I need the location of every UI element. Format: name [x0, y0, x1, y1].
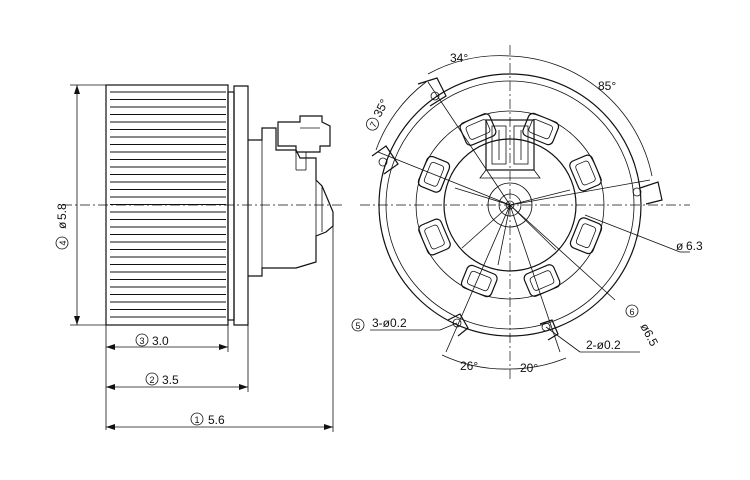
shaft-boss	[487, 182, 533, 228]
wheel-width-marker: 3	[139, 336, 144, 346]
housing-width-marker: 2	[149, 375, 154, 385]
angle-top-label: 34°	[450, 51, 468, 65]
vent-opening	[418, 218, 451, 256]
mounting-plate	[233, 85, 249, 326]
bolt-circle-callout: 6 ø6.5	[625, 304, 661, 349]
shaft-dimension: ø 6.3	[584, 214, 703, 253]
flange-ear-right	[639, 181, 663, 205]
motor-hub-circle	[443, 138, 577, 272]
svg-text:ø: ø	[676, 239, 684, 253]
hole-note-right: 2-ø0.2	[545, 326, 640, 353]
housing-width-dimension: 2 3.5	[106, 325, 249, 392]
arc-top	[427, 55, 511, 75]
vent-opening	[569, 154, 602, 192]
arc-left	[375, 81, 427, 151]
side-view: 4 ø 5.8 3 3.0 2 3.5	[55, 84, 345, 432]
wheel-flange	[227, 91, 235, 321]
hole-note-right-text: 2-ø0.2	[586, 338, 621, 352]
shaft-ring	[498, 193, 522, 217]
diameter-dimension: 4 ø 5.8	[55, 84, 106, 326]
diameter-value: 5.8	[55, 203, 69, 220]
bolt-circle-marker: 6	[629, 307, 634, 317]
shaft-dimension-value: 6.3	[686, 239, 703, 253]
hole-note-left: 5 3-ø0.2	[351, 316, 458, 332]
flange-ear-bottom-right	[539, 319, 559, 341]
overall-length-dimension: 1 5.6	[106, 226, 334, 432]
angle-left-label: 35°	[371, 97, 392, 120]
vent-ring-outer	[415, 110, 605, 300]
diameter-marker: 4	[58, 240, 68, 245]
vent-opening	[460, 264, 498, 298]
vent-openings	[417, 112, 603, 298]
angle-top-right-label: 85°	[598, 79, 616, 93]
vent-opening	[522, 112, 560, 146]
overall-length-marker: 1	[194, 415, 199, 425]
mount-hole-right	[632, 187, 642, 197]
fan-fins	[110, 91, 226, 318]
housing-width-value: 3.5	[162, 373, 179, 387]
mount-hole-left	[378, 157, 388, 167]
motor-body	[248, 127, 334, 277]
front-connector	[479, 119, 541, 179]
vent-opening	[523, 264, 561, 297]
wheel-width-dimension: 3 3.0	[105, 325, 229, 430]
overall-length-value: 5.6	[208, 413, 225, 427]
arc-bottom-left	[441, 354, 511, 370]
wheel-width-value: 3.0	[152, 334, 169, 348]
bolt-circle-value: ø6.5	[637, 321, 661, 349]
housing-outer-ring	[378, 73, 642, 337]
hub-spokes	[454, 187, 571, 266]
vent-opening	[569, 217, 603, 255]
front-view: 34° 85° 7 35° 26° 20° ø 6.3 6 ø6.5	[351, 45, 703, 380]
shaft	[505, 200, 515, 210]
hole-note-left-text: 3-ø0.2	[372, 316, 407, 330]
arc-bottom-right	[509, 357, 567, 370]
angle-bottom-left-label: 26°	[460, 359, 478, 373]
diameter-symbol: ø	[55, 221, 69, 229]
hole-note-left-marker: 5	[355, 321, 360, 331]
flange-ear-bottom-left	[447, 313, 469, 337]
electrical-connector	[277, 115, 331, 153]
arc-top-right	[509, 55, 653, 177]
angle-left-marker: 7	[368, 120, 379, 129]
mount-hole-bottom-right	[541, 322, 551, 332]
flange-ear-left	[371, 145, 399, 175]
flange-ear-top-left	[417, 77, 447, 107]
housing-inner-ring	[385, 80, 635, 330]
vent-opening	[459, 113, 497, 146]
angle-bottom-right-label: 20°	[520, 361, 538, 375]
